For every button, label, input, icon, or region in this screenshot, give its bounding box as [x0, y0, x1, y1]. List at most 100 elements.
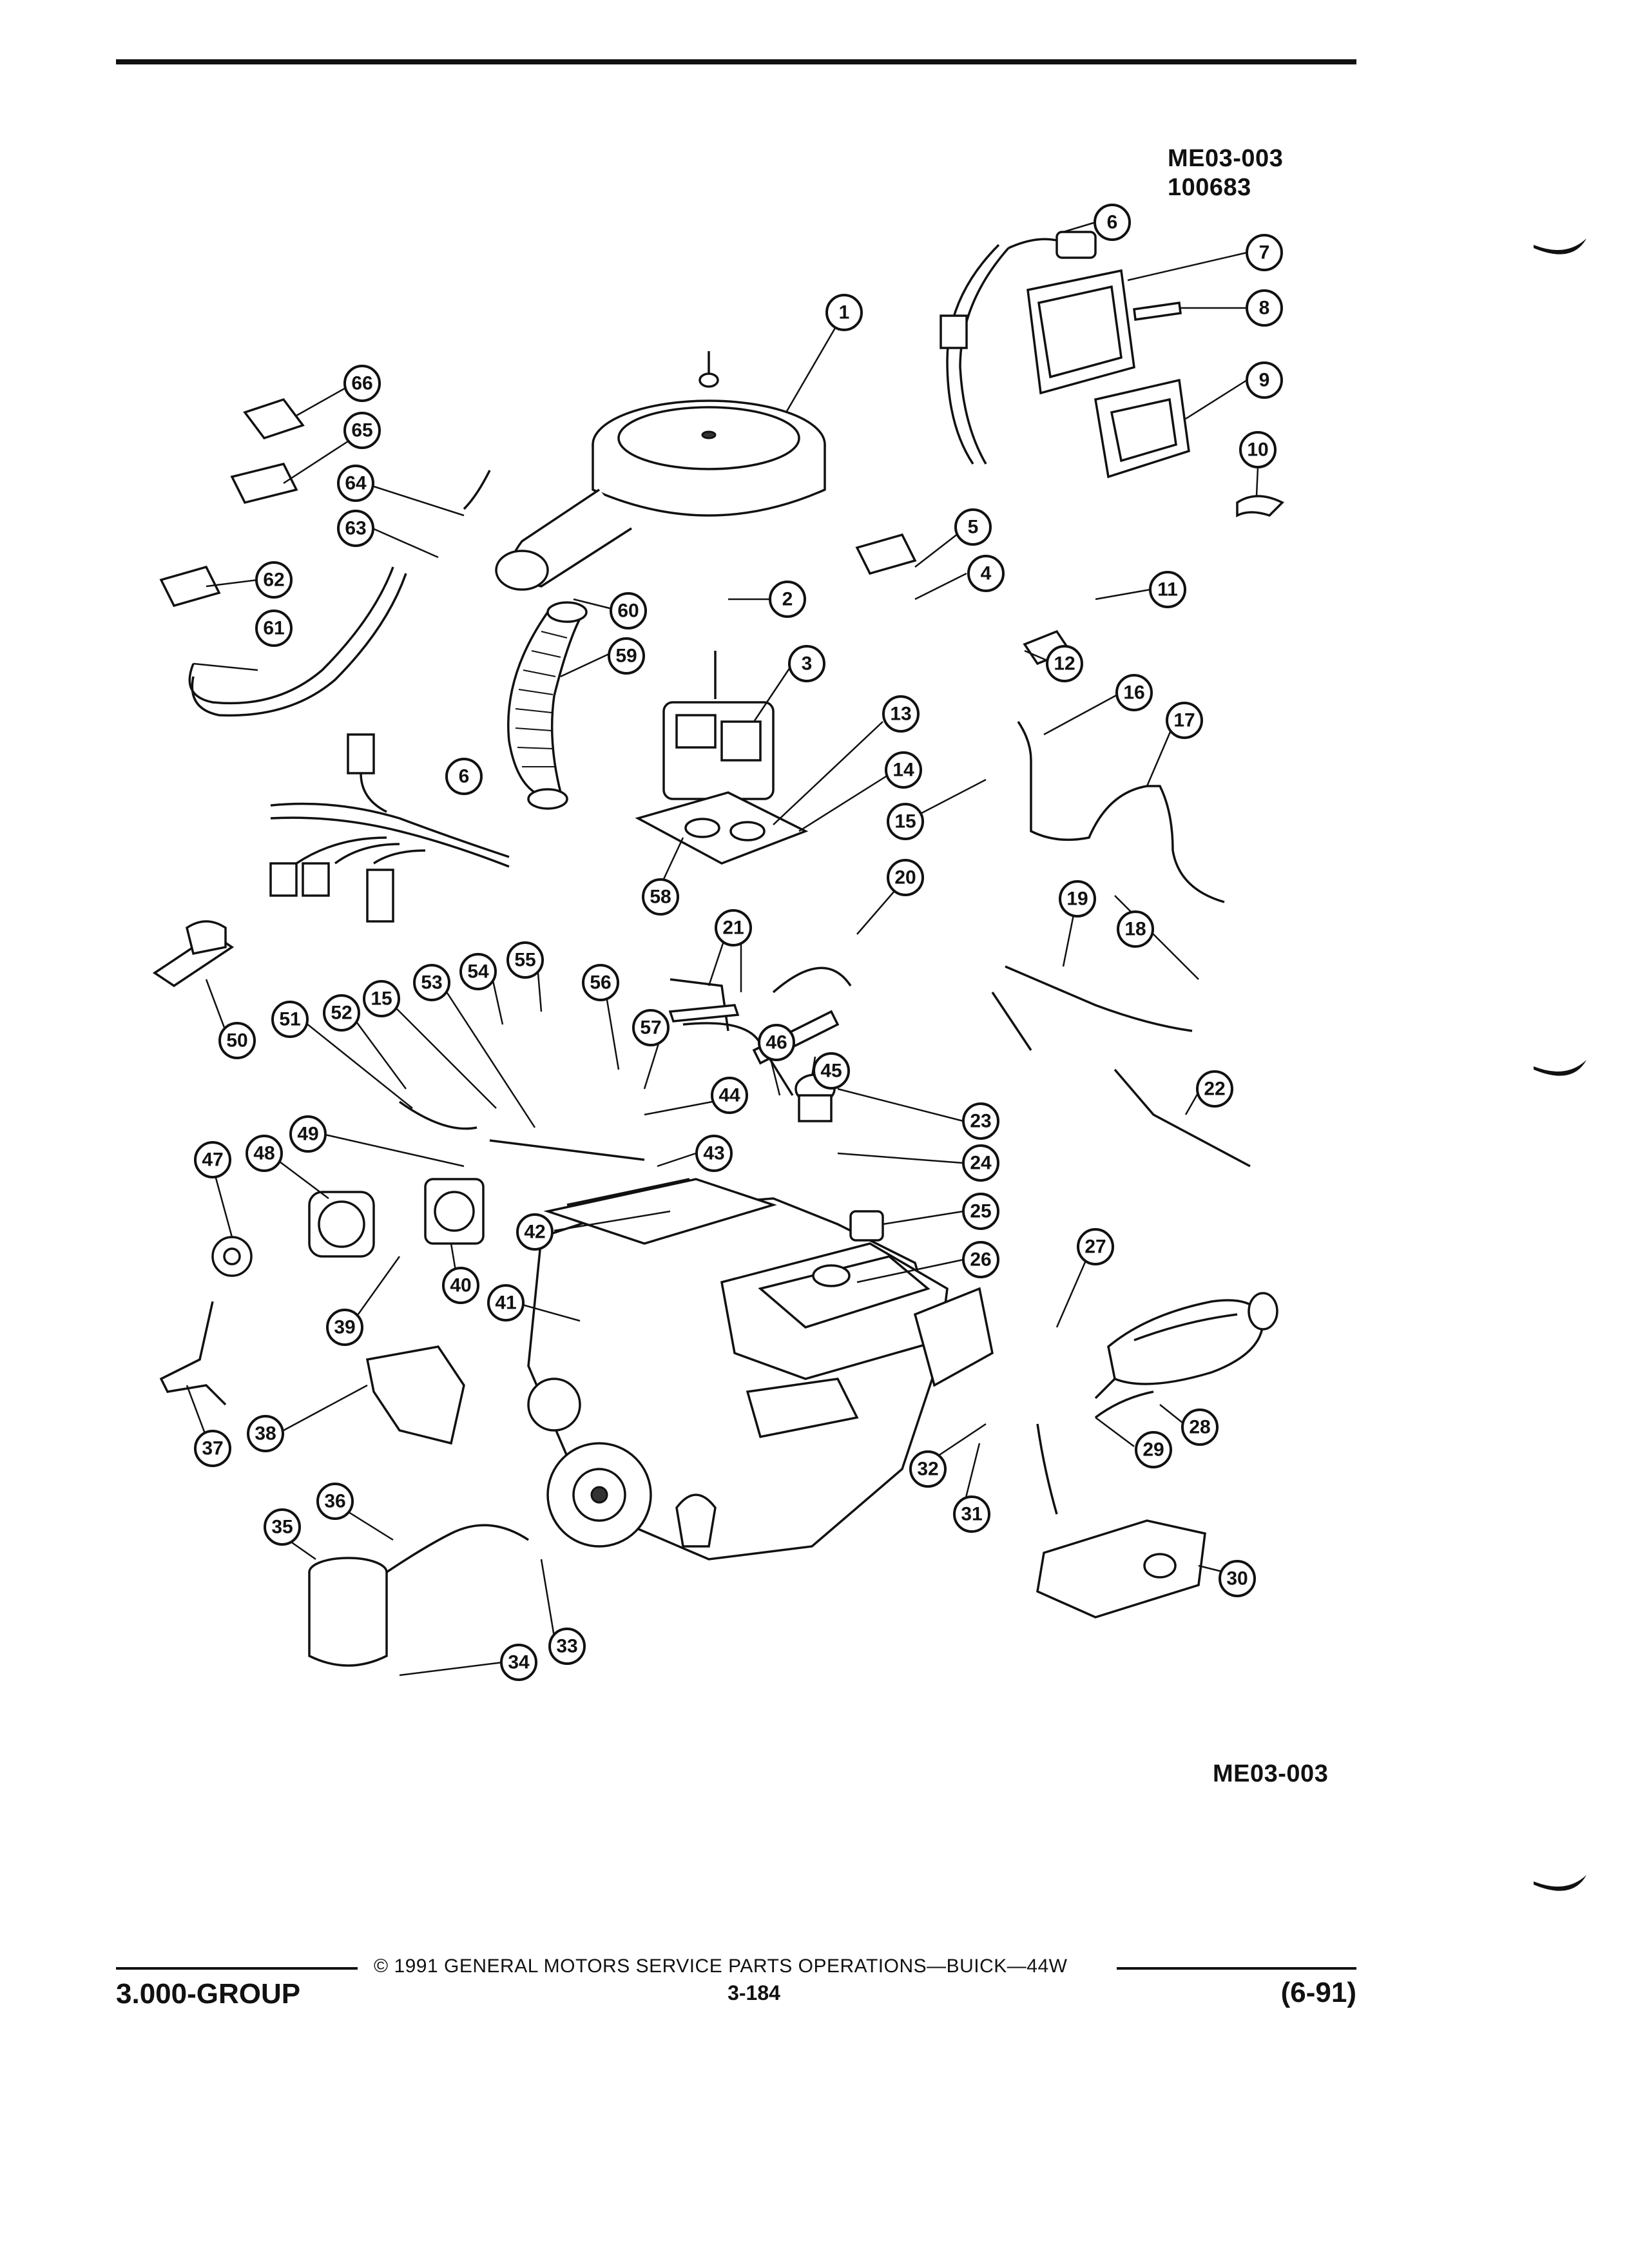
callout-53: 53 — [413, 964, 450, 1001]
callout-15-left: 15 — [363, 980, 400, 1017]
callout-10: 10 — [1239, 431, 1277, 468]
callout-22: 22 — [1196, 1070, 1233, 1108]
figure-number-top: 100683 — [1168, 174, 1251, 201]
callout-15-right: 15 — [887, 803, 924, 840]
callout-17: 17 — [1166, 702, 1203, 739]
callout-31: 31 — [953, 1495, 990, 1533]
tbi-unit — [211, 1178, 485, 1277]
callout-38: 38 — [247, 1415, 284, 1452]
svg-text:42: 42 — [524, 1222, 545, 1243]
wiring-harness-lower — [269, 733, 510, 923]
footer-date: (6-91) — [1280, 1977, 1356, 2008]
svg-text:27: 27 — [1084, 1236, 1106, 1258]
svg-text:4: 4 — [981, 563, 992, 584]
svg-text:8: 8 — [1259, 298, 1270, 319]
svg-text:13: 13 — [890, 704, 911, 725]
callout-29: 29 — [1135, 1431, 1172, 1468]
sensor-25 — [849, 1210, 884, 1242]
callout-65: 65 — [343, 412, 381, 449]
svg-text:41: 41 — [495, 1293, 516, 1314]
svg-text:36: 36 — [324, 1491, 345, 1512]
svg-text:45: 45 — [820, 1061, 842, 1082]
edge-mark-2 — [1534, 1060, 1586, 1076]
svg-text:28: 28 — [1189, 1417, 1210, 1438]
callout-20: 20 — [887, 859, 924, 896]
svg-text:60: 60 — [617, 601, 639, 622]
callout-40: 40 — [442, 1267, 479, 1304]
svg-text:16: 16 — [1123, 682, 1144, 704]
callout-24: 24 — [962, 1144, 999, 1182]
callout-45: 45 — [813, 1052, 850, 1090]
callout-2: 2 — [769, 581, 806, 618]
svg-text:18: 18 — [1124, 919, 1146, 940]
svg-text:25: 25 — [970, 1201, 991, 1222]
callout-27: 27 — [1077, 1228, 1114, 1265]
callout-19: 19 — [1059, 880, 1096, 918]
svg-text:53: 53 — [421, 972, 442, 994]
callout-13: 13 — [882, 695, 920, 733]
svg-text:52: 52 — [331, 1003, 352, 1024]
svg-text:32: 32 — [917, 1459, 938, 1480]
callout-56: 56 — [582, 964, 619, 1001]
svg-text:63: 63 — [345, 518, 366, 539]
callout-8: 8 — [1246, 289, 1283, 327]
svg-text:47: 47 — [202, 1149, 223, 1171]
callout-63: 63 — [337, 510, 374, 547]
callout-34: 34 — [500, 1644, 537, 1681]
callout-36: 36 — [316, 1483, 354, 1520]
footer-group: 3.000-GROUP — [116, 1978, 301, 2010]
svg-text:48: 48 — [253, 1143, 275, 1164]
svg-text:59: 59 — [615, 646, 637, 667]
callout-64: 64 — [337, 465, 374, 502]
svg-text:62: 62 — [263, 570, 284, 591]
svg-text:7: 7 — [1259, 242, 1270, 264]
callout-6-upper: 6 — [1094, 204, 1131, 241]
svg-text:66: 66 — [351, 373, 372, 394]
svg-text:64: 64 — [345, 473, 367, 494]
svg-text:17: 17 — [1173, 710, 1195, 731]
svg-text:57: 57 — [640, 1017, 661, 1039]
callout-46: 46 — [758, 1024, 795, 1061]
figure-code-bottom: ME03-003 — [1213, 1760, 1329, 1787]
svg-text:34: 34 — [508, 1652, 530, 1673]
svg-text:31: 31 — [961, 1504, 982, 1525]
air-intake-hose — [507, 601, 588, 810]
air-cleaner-assembly — [495, 351, 826, 591]
svg-text:21: 21 — [722, 918, 744, 939]
svg-text:9: 9 — [1259, 370, 1270, 391]
svg-text:6: 6 — [459, 766, 470, 787]
svg-text:40: 40 — [450, 1275, 471, 1296]
svg-text:56: 56 — [590, 972, 611, 994]
charcoal-canister — [308, 1524, 529, 1667]
callout-35: 35 — [264, 1508, 301, 1546]
svg-text:30: 30 — [1226, 1568, 1248, 1590]
callout-9: 9 — [1246, 361, 1283, 399]
edge-mark-3 — [1534, 1875, 1586, 1891]
callout-21: 21 — [715, 909, 752, 947]
svg-text:37: 37 — [202, 1438, 223, 1459]
catalytic-converter — [1094, 1292, 1278, 1399]
svg-text:61: 61 — [263, 618, 284, 639]
svg-text:54: 54 — [467, 961, 489, 983]
callout-57: 57 — [632, 1009, 670, 1046]
callout-4: 4 — [967, 555, 1005, 592]
svg-text:33: 33 — [556, 1636, 577, 1657]
top-rule — [116, 59, 1356, 64]
footer-rule-right — [1117, 1967, 1356, 1970]
svg-text:3: 3 — [802, 653, 813, 675]
svg-text:15: 15 — [894, 811, 916, 832]
svg-text:20: 20 — [894, 867, 916, 889]
hoses-small — [188, 470, 1154, 1515]
callout-32: 32 — [909, 1450, 947, 1488]
callout-59: 59 — [608, 637, 645, 675]
wiring-harness-upper — [940, 231, 1097, 465]
footer-page-number: 3-184 — [728, 1981, 780, 2004]
callout-48: 48 — [246, 1135, 283, 1172]
svg-text:26: 26 — [970, 1249, 991, 1271]
carburetor — [635, 651, 809, 865]
callout-66: 66 — [343, 365, 381, 402]
callout-39: 39 — [326, 1309, 363, 1346]
callout-44: 44 — [711, 1077, 748, 1114]
svg-text:55: 55 — [514, 950, 535, 971]
